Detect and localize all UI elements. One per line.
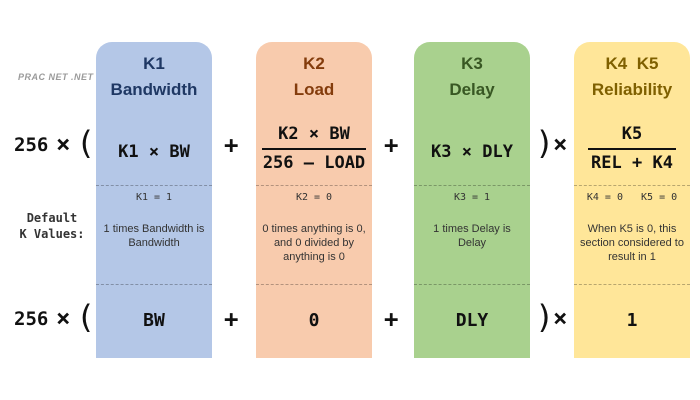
fraction-bar (588, 148, 676, 150)
reliability-fraction: K5 REL + K4 (574, 124, 690, 175)
bandwidth-title: Bandwidth (110, 80, 198, 99)
open-paren-top: ( (76, 124, 96, 162)
default-k-values-label: Default K Values: (12, 210, 92, 242)
close-paren-bottom: ) (535, 298, 555, 336)
bandwidth-column: K1 Bandwidth K1 × BW K1 = 1 1 times Band… (96, 42, 212, 358)
load-result: 0 (308, 310, 320, 331)
delay-column: K3 Delay K3 × DLY K3 = 1 1 times Delay i… (414, 42, 530, 358)
reliability-default-k: K4 = 0 K5 = 0 (586, 192, 678, 203)
divider (96, 284, 212, 285)
fraction-bar (262, 148, 366, 150)
load-title: Load (293, 80, 335, 99)
delay-default-k: K3 = 1 (453, 192, 491, 203)
reliability-title: Reliability (591, 80, 673, 99)
open-paren-bottom: ( (76, 298, 96, 336)
close-paren-top: ) (535, 124, 555, 162)
divider (414, 284, 530, 285)
bandwidth-description: 1 times Bandwidth is Bandwidth (103, 223, 205, 249)
times-bottom: × (56, 304, 71, 332)
bandwidth-formula: K1 × BW (118, 142, 190, 162)
bandwidth-result: BW (143, 310, 165, 331)
reliability-denominator: REL + K4 (591, 153, 673, 173)
delay-title: Delay (449, 80, 495, 99)
plus-bottom-2: + (384, 305, 399, 333)
delay-result: DLY (455, 310, 489, 331)
multiplier-top: 256 (14, 134, 49, 156)
load-default-k: K2 = 0 (295, 192, 333, 203)
bandwidth-k-label: K1 (143, 54, 165, 73)
plus-top-2: + (384, 131, 399, 159)
load-column: K2 Load K2 × BW 256 – LOAD K2 = 0 0 time… (256, 42, 372, 358)
times-top: × (56, 130, 71, 158)
reliability-result: 1 (626, 310, 638, 331)
pracnet-logo: PRAC NET .NET (18, 72, 94, 82)
delay-formula: K3 × DLY (431, 142, 513, 162)
load-description: 0 times anything is 0, and 0 divided by … (262, 223, 366, 263)
reliability-numerator: K5 (621, 124, 643, 144)
default-label-line2: K Values: (19, 227, 85, 241)
load-fraction: K2 × BW 256 – LOAD (256, 124, 372, 175)
reliability-column: K4 K5 Reliability K5 REL + K4 K4 = 0 K5 … (574, 42, 690, 358)
plus-bottom-1: + (224, 305, 239, 333)
divider (574, 284, 690, 285)
delay-description: 1 times Delay is Delay (433, 223, 511, 249)
times-bottom-2: × (553, 304, 568, 332)
multiplier-bottom: 256 (14, 308, 49, 330)
divider (256, 185, 372, 186)
default-label-line1: Default (26, 211, 78, 225)
load-numerator: K2 × BW (278, 124, 350, 144)
bandwidth-default-k: K1 = 1 (135, 192, 173, 203)
load-k-label: K2 (303, 54, 325, 73)
plus-top-1: + (224, 131, 239, 159)
reliability-description: When K5 is 0, this section considered to… (580, 223, 684, 263)
divider (414, 185, 530, 186)
delay-k-label: K3 (461, 54, 483, 73)
divider (574, 185, 690, 186)
load-denominator: 256 – LOAD (262, 153, 366, 173)
divider (96, 185, 212, 186)
divider (256, 284, 372, 285)
times-top-2: × (553, 130, 568, 158)
reliability-k-label: K4 K5 (605, 54, 659, 73)
